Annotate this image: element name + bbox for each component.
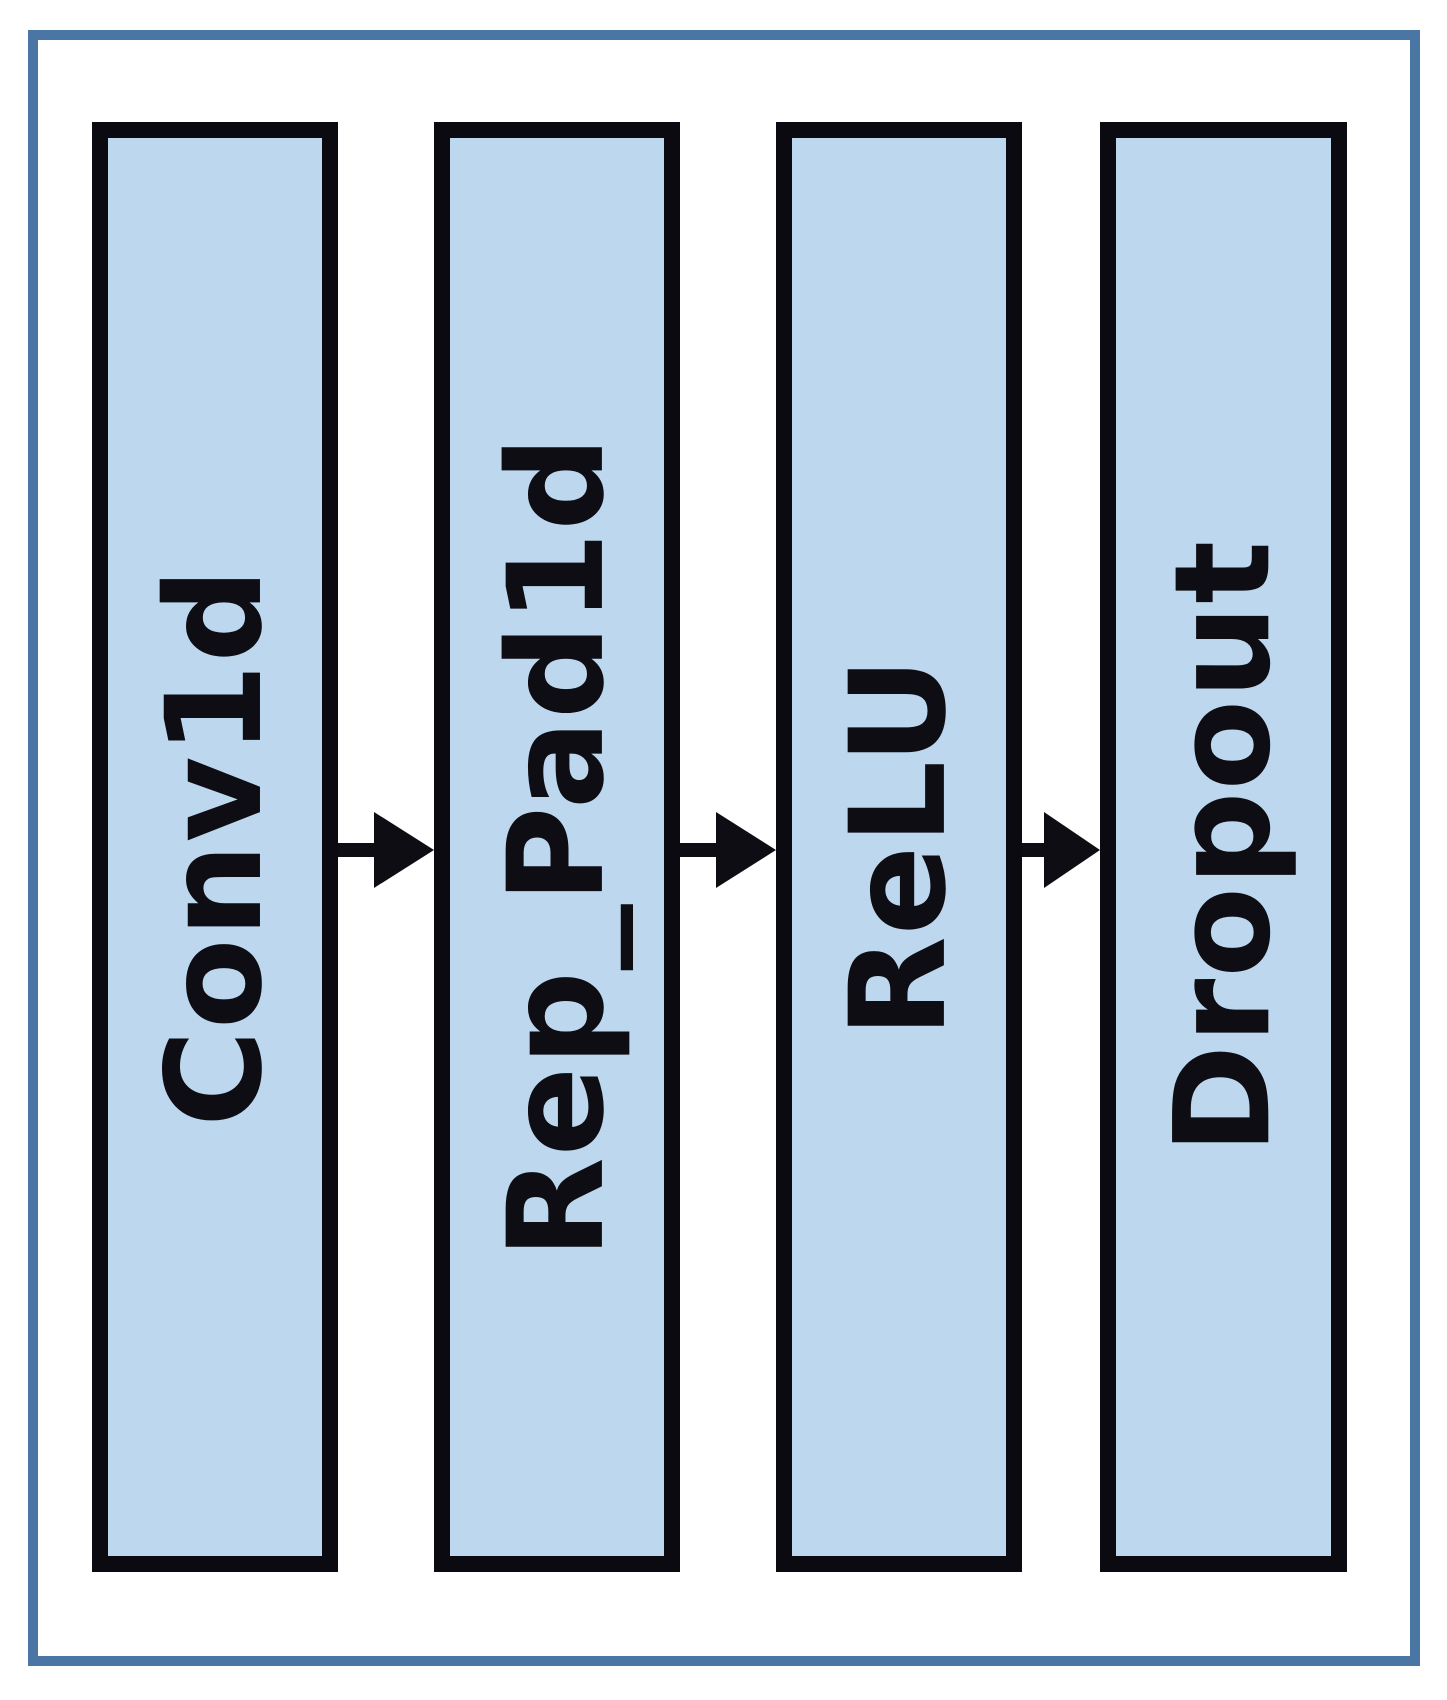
- block-label: Conv1d: [138, 567, 293, 1127]
- block-label: Rep_Pad1d: [480, 435, 635, 1259]
- block-label: ReLU: [822, 656, 977, 1038]
- flow-arrow-icon: [680, 810, 776, 890]
- diagram-border: [28, 30, 1420, 1666]
- block-rep-pad1d: Rep_Pad1d: [434, 122, 680, 1572]
- block-dropout: Dropout: [1100, 122, 1347, 1572]
- block-label: Dropout: [1146, 539, 1301, 1155]
- block-conv1d: Conv1d: [92, 122, 338, 1572]
- block-relu: ReLU: [776, 122, 1022, 1572]
- flow-arrow-icon: [338, 810, 434, 890]
- flow-arrow-icon: [1022, 810, 1100, 890]
